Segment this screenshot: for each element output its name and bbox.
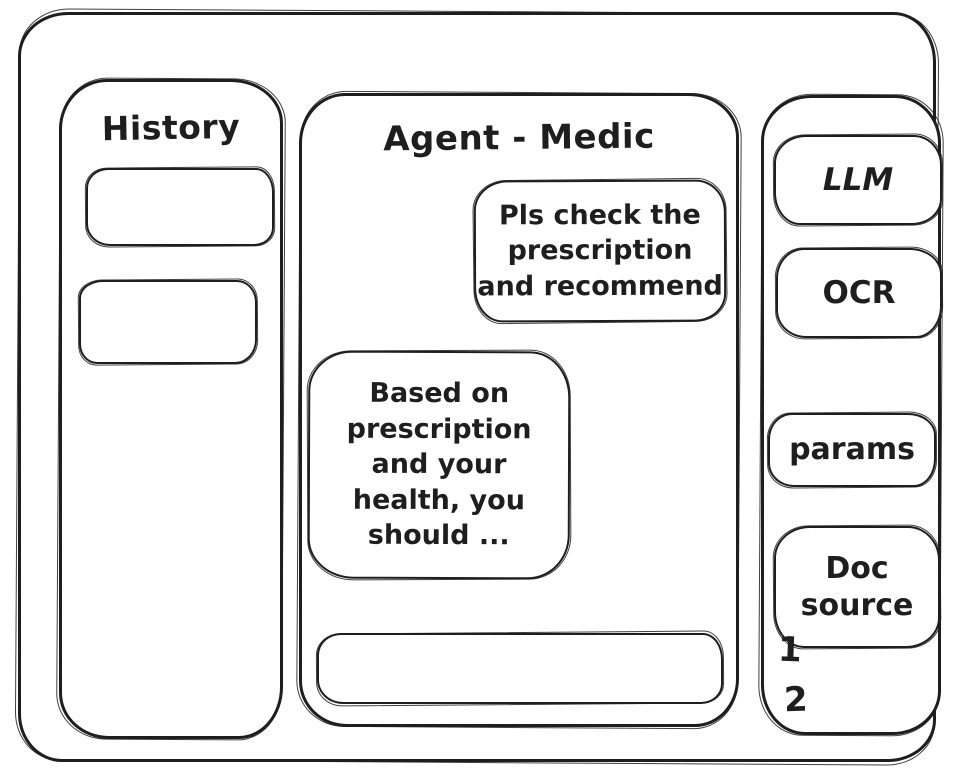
chat-input[interactable] (317, 633, 723, 704)
llm-button[interactable]: LLM (774, 135, 942, 225)
history-title: History (101, 106, 241, 149)
chat-title: Agent - Medic (383, 116, 655, 160)
doc-source-button[interactable]: Doc source (774, 526, 940, 648)
app-frame: History Agent - Medic Pls check the pres… (18, 12, 942, 762)
history-sidebar: History (59, 79, 283, 739)
doc-source-item-2[interactable]: 2 (783, 679, 809, 721)
user-message-text: Pls check the prescription and recommend (477, 199, 723, 303)
history-item[interactable] (86, 168, 274, 246)
ocr-button[interactable]: OCR (776, 248, 942, 338)
chat-panel: Agent - Medic Pls check the prescription… (299, 93, 739, 727)
doc-source-item-1[interactable]: 1 (777, 629, 803, 671)
params-button[interactable]: params (768, 413, 936, 487)
assistant-message-bubble: Based on prescription and your health, y… (307, 350, 571, 580)
tools-sidebar: LLM OCR params Doc source 1 2 (761, 95, 942, 735)
history-item[interactable] (79, 280, 257, 364)
assistant-message-text: Based on prescription and your health, y… (346, 377, 532, 552)
user-message-bubble: Pls check the prescription and recommend (473, 179, 727, 323)
